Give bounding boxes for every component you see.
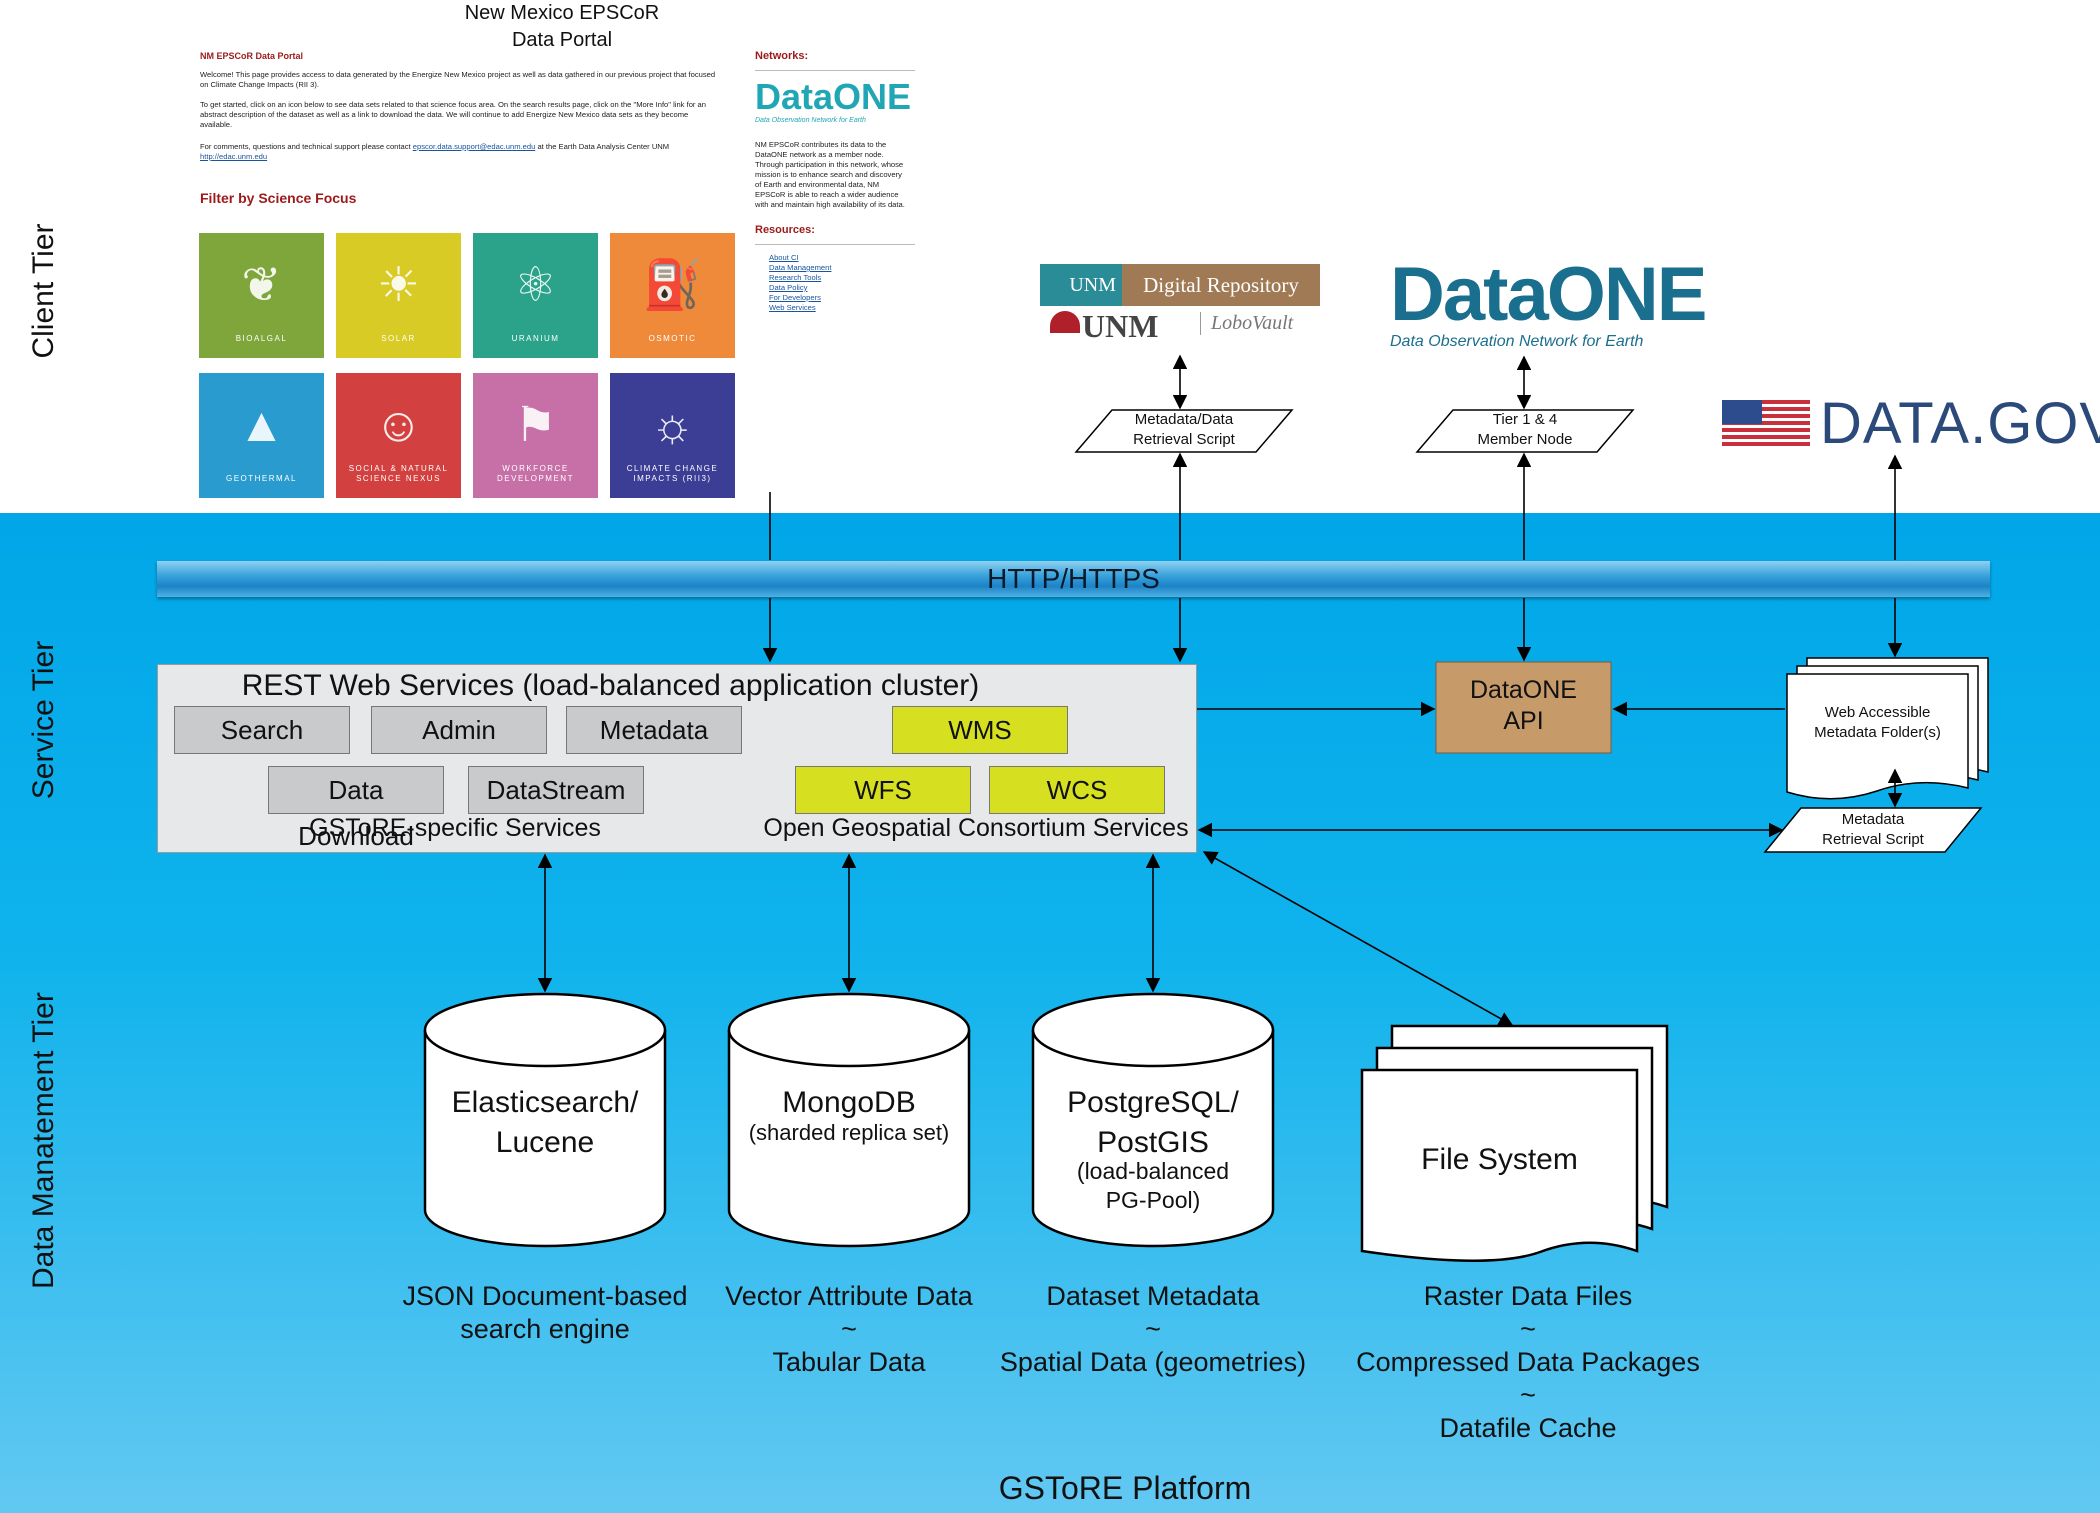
metadata-data-retrieval-shape bbox=[1074, 409, 1294, 453]
postgresql-description: Dataset Metadata ~ Spatial Data (geometr… bbox=[999, 1281, 1307, 1377]
science-tile-label: CLIMATE CHANGE IMPACTS (RII3) bbox=[626, 464, 719, 483]
science-tile-climate-change-impacts-rii3[interactable]: ☼ CLIMATE CHANGE IMPACTS (RII3) bbox=[610, 373, 735, 498]
resource-link[interactable]: Web Services bbox=[769, 303, 816, 312]
elasticsearch-name: Elasticsearch/ Lucene bbox=[451, 1086, 639, 1159]
science-tile-geothermal[interactable]: ▲ GEOTHERMAL bbox=[199, 373, 324, 498]
unm-digital-repository-logo[interactable]: UNM Digital Repository UNM LoboVault bbox=[1040, 264, 1320, 354]
mongodb-cylinder bbox=[727, 992, 971, 1248]
dataone-large-tagline: Data Observation Network for Earth bbox=[1390, 333, 1644, 350]
people-icon: ☺ bbox=[373, 399, 423, 452]
science-tile-social-natural-science-nexus[interactable]: ☺ SOCIAL & NATURAL SCIENCE NEXUS bbox=[336, 373, 461, 498]
portal-paragraph-2: To get started, click on an icon below t… bbox=[200, 100, 707, 129]
solar-panel-icon: ☀ bbox=[376, 259, 421, 312]
dataone-small-tagline: Data Observation Network for Earth bbox=[755, 117, 866, 124]
dataone-api-box bbox=[1435, 661, 1612, 754]
dataone-large-logo[interactable]: DataONE Data Observation Network for Ear… bbox=[1390, 255, 1710, 355]
science-tile-solar[interactable]: ☀ SOLAR bbox=[336, 233, 461, 358]
datagov-text: DATA.GOV bbox=[1820, 391, 2100, 456]
portal-paragraph-1: Welcome! This page provides access to da… bbox=[200, 70, 716, 89]
dataone-api-label: DataONE API bbox=[1470, 676, 1577, 735]
platform-label: GSToRE Platform bbox=[998, 1470, 1252, 1506]
wcs-service-button[interactable]: WCS bbox=[989, 766, 1165, 814]
filesystem-description: Raster Data Files ~ Compressed Data Pack… bbox=[1356, 1281, 1700, 1443]
science-tile-osmotic[interactable]: ⛽ OSMOTIC bbox=[610, 233, 735, 358]
portal-sidebar: Networks: DataONE Data Observation Netwo… bbox=[755, 50, 925, 313]
science-tile-label: URANIUM bbox=[511, 334, 560, 343]
portal-title-line2: Data Portal bbox=[511, 29, 613, 51]
admin-service-button[interactable]: Admin bbox=[371, 706, 547, 754]
metadata-data-retrieval-label: Metadata/Data Retrieval Script bbox=[1133, 411, 1235, 448]
science-tile-bioalgal[interactable]: ❦ BIOALGAL bbox=[199, 233, 324, 358]
dataone-blurb: NM EPSCoR contributes its data to the Da… bbox=[755, 140, 905, 209]
pump-icon: ⛽ bbox=[642, 259, 703, 312]
edac-url-link[interactable]: http://edac.unm.edu bbox=[200, 152, 268, 161]
portal-title-line1: New Mexico EPSCoR bbox=[464, 2, 660, 24]
tier-member-node-shape bbox=[1415, 409, 1635, 453]
resource-link[interactable]: Data Policy bbox=[769, 283, 808, 292]
filter-heading: Filter by Science Focus bbox=[200, 190, 357, 206]
metadata-retrieval-shape bbox=[1763, 807, 1983, 853]
filesystem-name: File System bbox=[1421, 1143, 1578, 1176]
science-tile-label: GEOTHERMAL bbox=[225, 474, 297, 483]
science-tile-label: OSMOTIC bbox=[648, 334, 697, 343]
data-download-service-button[interactable]: Data Download bbox=[268, 766, 444, 851]
datastream-service-button[interactable]: DataStream bbox=[468, 766, 644, 814]
presentation-icon: ⚑ bbox=[513, 399, 558, 452]
metadata-folder-page-1 bbox=[1786, 673, 1969, 800]
resources-heading: Resources: bbox=[755, 224, 815, 236]
lobovault-left: UNM bbox=[1082, 308, 1159, 344]
mountain-sun-icon: ☼ bbox=[650, 399, 695, 452]
resource-link[interactable]: For Developers bbox=[769, 293, 821, 302]
science-focus-tiles: ❦ BIOALGAL ☀ SOLAR ⚛ URANIUM ⛽ OSMOTIC ▲ GEOTHERM… bbox=[190, 0, 750, 500]
volcano-icon: ▲ bbox=[237, 399, 286, 452]
mongodb-description: Vector Attribute Data ~ Tabular Data bbox=[725, 1281, 973, 1377]
atom-icon: ⚛ bbox=[513, 259, 558, 312]
wms-service-button[interactable]: WMS bbox=[892, 706, 1068, 754]
lobovault-right: LoboVault bbox=[1200, 312, 1293, 335]
gstore-services-label: GSToRE-specific Services bbox=[309, 814, 601, 842]
science-tile-label: BIOALGAL bbox=[235, 334, 288, 343]
metadata-folder-label: Web Accessible Metadata Folder(s) bbox=[1814, 704, 1941, 741]
resource-link[interactable]: About CI bbox=[769, 253, 799, 262]
ogc-services-label: Open Geospatial Consortium Services bbox=[763, 814, 1189, 842]
search-service-button[interactable]: Search bbox=[174, 706, 350, 754]
science-tile-workforce-development[interactable]: ⚑ WORKFORCE DEVELOPMENT bbox=[473, 373, 598, 498]
leaf-icon: ❦ bbox=[241, 259, 282, 312]
dataone-large-text: DataONE bbox=[1390, 252, 1707, 337]
tier-member-node-label: Tier 1 & 4 Member Node bbox=[1477, 411, 1573, 448]
metadata-service-button[interactable]: Metadata bbox=[566, 706, 742, 754]
unm-dr-left: UNM bbox=[1040, 264, 1122, 306]
datagov-logo[interactable]: DATA.GOV bbox=[1722, 392, 2100, 456]
unm-dr-right: Digital Repository bbox=[1122, 264, 1320, 306]
wfs-service-button[interactable]: WFS bbox=[795, 766, 971, 814]
elasticsearch-cylinder bbox=[423, 992, 667, 1248]
postgresql-name: PostgreSQL/ PostGIS bbox=[1067, 1086, 1239, 1159]
mongodb-sub: (sharded replica set) bbox=[748, 1120, 950, 1145]
postgresql-sub: (load-balanced PG-Pool) bbox=[1076, 1158, 1230, 1213]
networks-heading: Networks: bbox=[755, 50, 809, 62]
rest-title: REST Web Services (load-balanced applica… bbox=[241, 669, 980, 702]
metadata-retrieval-label: Metadata Retrieval Script bbox=[1822, 811, 1924, 848]
science-tile-uranium[interactable]: ⚛ URANIUM bbox=[473, 233, 598, 358]
unm-arch-icon bbox=[1050, 311, 1080, 333]
resource-link[interactable]: Research Tools bbox=[769, 273, 822, 282]
portal-paragraph-3: For comments, questions and technical su… bbox=[200, 142, 670, 161]
http-bar-label: HTTP/HTTPS bbox=[987, 563, 1160, 594]
rest-web-services-panel: REST Web Services (load-balanced applica… bbox=[157, 664, 1197, 853]
resource-link[interactable]: Data Management bbox=[769, 263, 832, 272]
elasticsearch-description: JSON Document-based search engine bbox=[402, 1281, 688, 1344]
support-email-link[interactable]: epscor.data.support@edac.unm.edu bbox=[412, 142, 536, 151]
mongodb-name: MongoDB bbox=[782, 1086, 916, 1119]
http-bar bbox=[157, 561, 1990, 597]
science-tile-label: WORKFORCE DEVELOPMENT bbox=[497, 464, 574, 483]
science-tile-label: SOLAR bbox=[381, 334, 416, 343]
us-flag-icon bbox=[1722, 400, 1810, 448]
filesystem-page-1 bbox=[1360, 1068, 1639, 1262]
data-portal-screenshot: New Mexico EPSCoR Data Portal NM EPSCoR … bbox=[190, 0, 930, 500]
dataone-small-logo[interactable]: DataONE bbox=[755, 76, 912, 117]
science-tile-label: SOCIAL & NATURAL SCIENCE NEXUS bbox=[348, 464, 449, 483]
portal-heading: NM EPSCoR Data Portal bbox=[200, 51, 304, 61]
